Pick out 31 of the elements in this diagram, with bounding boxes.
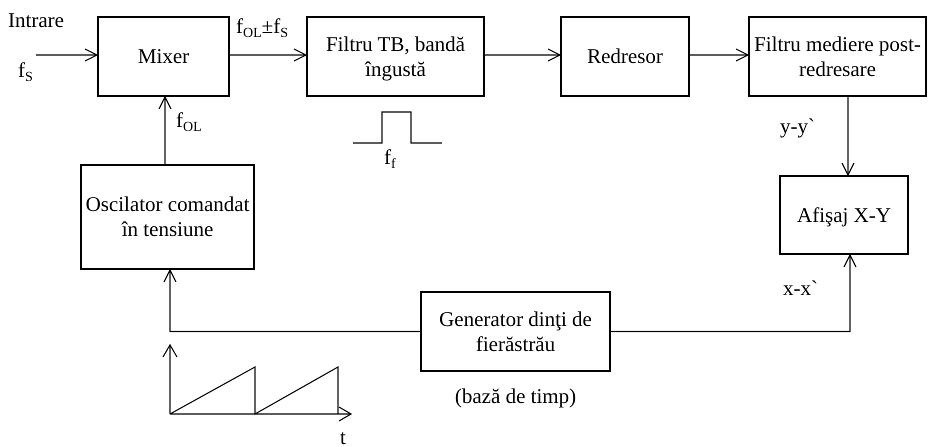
block-label: Afişaj X-Y [797,202,891,228]
block-box [560,16,690,97]
block-box [306,16,485,97]
arrow [485,48,561,62]
signal-label: f$_{f}$ [384,145,396,169]
signal-label: t [340,425,346,447]
block-label: Filtru TB, bandă îngustă [324,32,466,82]
arrow [611,254,857,332]
block-box [779,175,909,255]
edge-label: f$_{OL}$ [176,108,202,132]
edge-label: f$_{OL}$±f$_{S}$ [236,14,288,38]
block-box [80,164,255,270]
arrow [36,48,98,62]
edge-label: x-x` [783,276,818,300]
block-label: Generator dinţi de fierăstrău [438,306,593,356]
arrow [230,48,307,62]
block-label: Oscilator comandat în tensiune [84,192,250,242]
arrow [841,97,855,176]
arrow [163,269,420,332]
block-box [420,291,611,372]
arrow [158,96,172,164]
block-caption: (bază de timp) [454,384,576,408]
block-label: Filtru mediere post-redresare [753,32,922,82]
block-label: Mixer [138,44,190,69]
block-label: Redresor [587,44,663,69]
block-box [97,16,230,97]
signal-label: f$_{S}$ [18,58,33,82]
arrow [690,48,749,62]
edge-label: y-y` [780,114,815,138]
block-box [748,16,927,97]
edge-label: Intrare [8,8,64,32]
